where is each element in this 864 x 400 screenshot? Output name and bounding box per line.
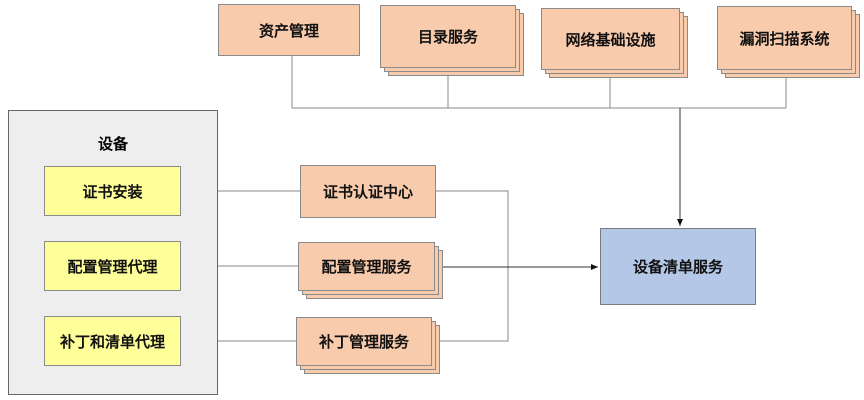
service-cert-authority: 证书认证中心: [300, 165, 436, 218]
service-patch-management: 补丁管理服务: [296, 317, 432, 366]
service-config-management: 配置管理服务: [298, 242, 435, 291]
device-item-cert-install: 证书安装: [44, 166, 181, 216]
device-group-title: 设备: [97, 135, 128, 153]
source-network-infrastructure: 网络基础设施: [541, 8, 680, 70]
device-inventory-service: 设备清单服务: [600, 228, 756, 305]
source-asset-management: 资产管理: [218, 4, 360, 56]
device-item-patch-agent: 补丁和清单代理: [44, 316, 181, 366]
source-vulnerability-scanner: 漏洞扫描系统: [717, 6, 852, 70]
source-directory-service: 目录服务: [380, 5, 516, 68]
device-item-config-agent: 配置管理代理: [44, 241, 181, 291]
